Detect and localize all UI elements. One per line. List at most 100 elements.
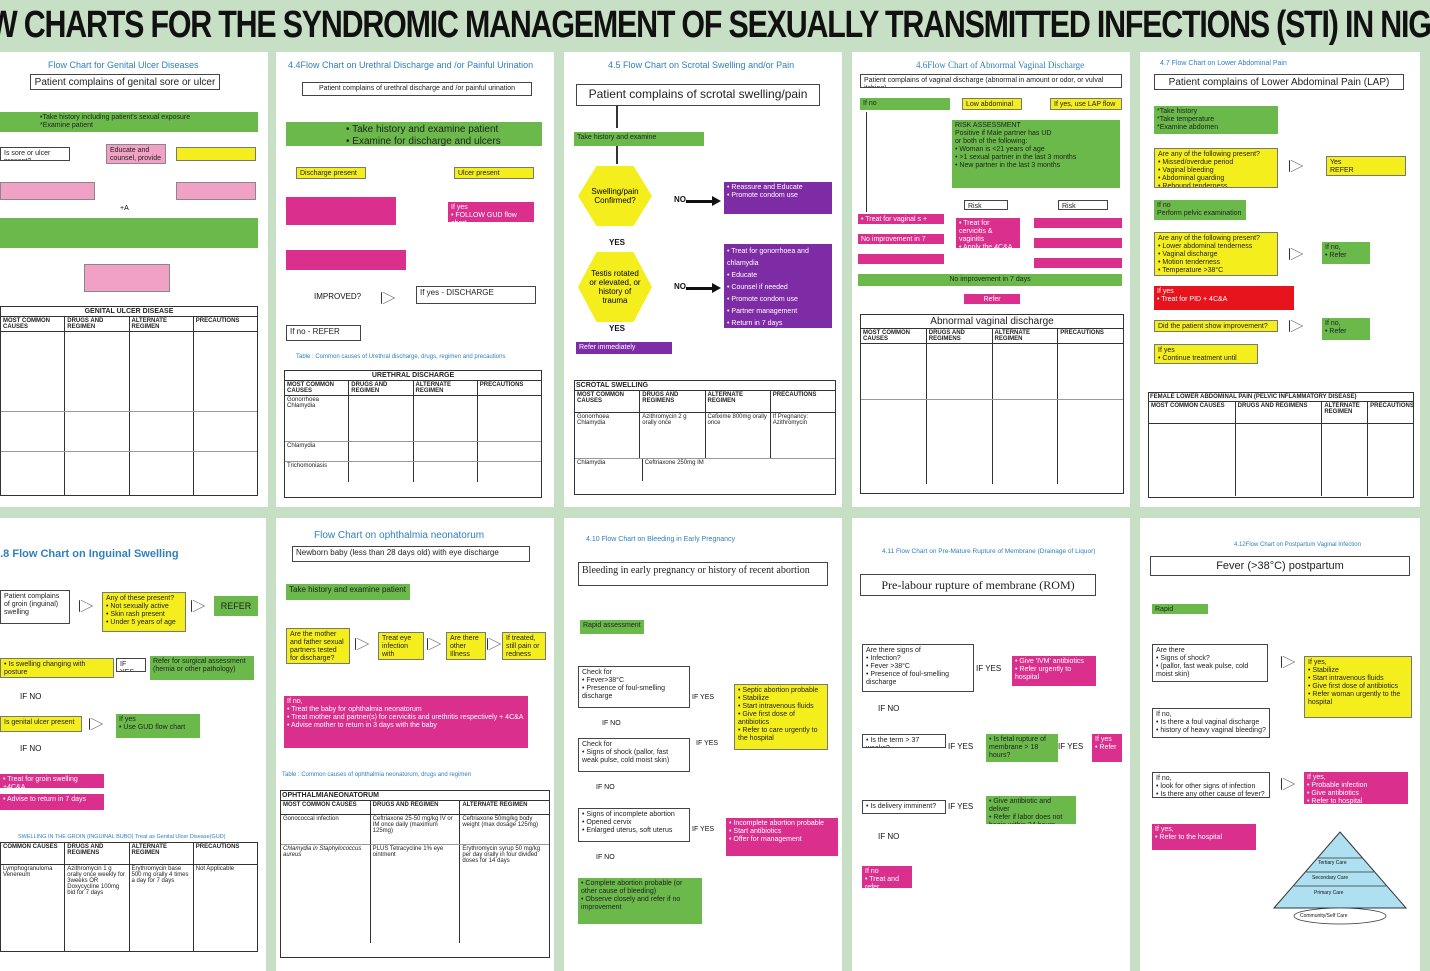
ifyes-label: IF YES bbox=[976, 664, 1002, 673]
advise-box: • Advise to return in 7 days bbox=[0, 794, 104, 810]
on-table: OPHTHALMIANEONATORUM MOST COMMON CAUSES … bbox=[280, 790, 550, 958]
start-box: Patient complains of urethral discharge … bbox=[302, 82, 532, 96]
lap-yes-box: If yes, use LAP flow chart bbox=[1050, 98, 1122, 110]
start-box: Patient complains of genital sore or ulc… bbox=[30, 74, 220, 90]
connector bbox=[616, 106, 618, 128]
lap-box: Low abdominal pain bbox=[962, 98, 1022, 110]
table-header: MOST COMMON CAUSES DRUGS AND REGIMEN ALT… bbox=[285, 381, 541, 396]
step-box-1: Are the mother and father sexual partner… bbox=[286, 628, 350, 664]
ifno-label: IF NO bbox=[596, 854, 615, 861]
action1-box: • Septic abortion probable • Stabilize •… bbox=[734, 684, 828, 750]
table-row: Chlamydia bbox=[285, 442, 541, 462]
treat-box: If yes • Treat for PID + 4C&A bbox=[1154, 286, 1294, 310]
arrow-down-icon bbox=[1201, 90, 1217, 104]
panel-title: 4.12Flow Chart on Postpartum Vaginal Inf… bbox=[1234, 542, 1361, 548]
arrow-right-icon bbox=[1282, 656, 1294, 668]
cell: Gonorrhoea Chlamydia bbox=[575, 413, 641, 458]
final-box: If no • Treat and refer bbox=[862, 866, 912, 888]
rapid-box: Rapid assessment bbox=[580, 620, 644, 634]
ud-table: URETHRAL DISCHARGE MOST COMMON CAUSES DR… bbox=[284, 370, 542, 498]
panel-title: 4.4Flow Chart on Urethral Discharge and … bbox=[288, 60, 534, 70]
table-row: Gonococcal infection Ceftriaxone 25-50 m… bbox=[281, 815, 549, 845]
step-box-2: Treat eye infection with Tetracycline bbox=[378, 632, 424, 660]
start-box: Bleeding in early pregnancy or history o… bbox=[578, 562, 828, 586]
cell: Lymphogranuloma Venereum bbox=[1, 865, 66, 951]
history-box: *Take history *Take temperature *Examine… bbox=[1154, 106, 1278, 134]
col-header: PRECAUTIONS bbox=[479, 382, 524, 388]
edu-box: Educate and counsel, provide condoms bbox=[106, 144, 166, 164]
ifno-label: IF NO bbox=[20, 692, 42, 701]
panel-title: 4.8 Flow Chart on Inguinal Swelling bbox=[0, 548, 179, 560]
col-header: ALTERNATE REGIMEN bbox=[462, 802, 528, 808]
cell-cause: Trichomoniasis bbox=[285, 462, 350, 482]
panel-genital-ulcer: Flow Chart for Genital Ulcer Diseases Pa… bbox=[0, 52, 268, 507]
cell-cause: Chlamydia bbox=[285, 442, 350, 461]
table-header: MOST COMMON CAUSES DRUGS AND REGIMENS AL… bbox=[575, 391, 835, 413]
cell: Chlamydia in Staphylococcus aureus bbox=[281, 845, 371, 943]
no-label: NO bbox=[674, 195, 686, 204]
col-header: MOST COMMON CAUSES bbox=[1, 317, 66, 331]
col-header: MOST COMMON CAUSES bbox=[861, 329, 927, 343]
col-header: ALTERNATE REGIMEN bbox=[706, 391, 771, 412]
arrow-right-icon bbox=[1282, 778, 1294, 790]
action1-box: • Give 'IVM' antibiotics • Refer urgentl… bbox=[1012, 656, 1096, 686]
arrow-down-icon bbox=[877, 602, 893, 616]
pyramid-level: Secondary Care bbox=[1312, 875, 1349, 881]
refer-box: Yes REFER IMMEDIATELY bbox=[1326, 156, 1406, 176]
table-row: Gonorrhoea Chlamydia Azithromycin 2 g or… bbox=[575, 413, 835, 459]
connector bbox=[686, 200, 714, 203]
arrow-right-icon bbox=[90, 718, 102, 730]
col-header: COMMON CAUSES bbox=[1, 843, 66, 864]
table-header: COMMON CAUSES DRUGS AND REGIMENS ALTERNA… bbox=[1, 843, 257, 865]
ifno-label: IF NO bbox=[878, 704, 900, 713]
arrow-down-icon bbox=[487, 150, 503, 164]
col-header: ALTERNATE REGIMEN bbox=[993, 329, 1059, 343]
table-header: MOST COMMON CAUSES DRUGS AND REGIMEN ALT… bbox=[1, 317, 257, 332]
no-refer-box: If no, • Refer bbox=[1322, 242, 1370, 264]
ifyes-label: IF YES bbox=[948, 802, 974, 811]
col-header: DRUGS AND REGIMEN bbox=[349, 381, 414, 395]
arrow-down-icon bbox=[301, 564, 317, 578]
q2-box: • Is the term > 37 weeks? bbox=[862, 734, 946, 748]
panel-title: 4.11 Flow Chart on Pre-Mature Rupture of… bbox=[882, 548, 1096, 555]
treat-box-5 bbox=[1034, 218, 1122, 228]
step-box-4: If treated, still pain or redness bbox=[502, 632, 546, 660]
arrow-right-icon bbox=[1290, 248, 1302, 260]
connector bbox=[616, 146, 618, 164]
table-title: Abnormal vaginal discharge bbox=[861, 315, 1123, 329]
panel-inguinal-swelling: 4.8 Flow Chart on Inguinal Swelling Pati… bbox=[0, 518, 266, 971]
action3-box: If yes, • Probable infection • Give anti… bbox=[1304, 772, 1408, 804]
col-header: DRUGS AND REGIMENS bbox=[1236, 402, 1323, 423]
final-box: • Complete abortion probable (or other c… bbox=[578, 878, 702, 924]
arrow-down-icon bbox=[119, 93, 135, 107]
ifyes-label: IF YES bbox=[692, 694, 715, 701]
gud-table: GENITAL ULCER DISEASE MOST COMMON CAUSES… bbox=[0, 306, 258, 496]
col-header: ALTERNATE REGIMEN bbox=[130, 317, 194, 331]
table-row: Chlamydia in Staphylococcus aureus PLUS … bbox=[281, 845, 549, 943]
panel-prom: 4.11 Flow Chart on Pre-Mature Rupture of… bbox=[852, 518, 1130, 971]
panel-lower-abdominal-pain: 4.7 Flow Chart on Lower Abdominal Pain P… bbox=[1140, 52, 1420, 507]
refer-box: Refer immediately bbox=[576, 342, 672, 354]
ss-table: SCROTAL SWELLING MOST COMMON CAUSES DRUG… bbox=[574, 380, 836, 495]
connector bbox=[866, 112, 867, 212]
no-label: NO bbox=[674, 282, 686, 291]
ifno-label: IF NO bbox=[602, 720, 621, 727]
table-header: MOST COMMON CAUSES DRUGS AND REGIMEN ALT… bbox=[281, 801, 549, 815]
q2-box: If no, • Is there a foul vaginal dischar… bbox=[1152, 708, 1270, 738]
col-header: ALTERNATE REGIMEN bbox=[130, 843, 194, 864]
treat-box: • Treat for gonorrhoea and chlamydia • E… bbox=[724, 244, 832, 328]
table-row bbox=[1149, 424, 1413, 496]
panel-bleeding-pregnancy: 4.10 Flow Chart on Bleeding in Early Pre… bbox=[564, 518, 842, 971]
page-banner: FLOW CHARTS FOR THE SYNDROMIC MANAGEMENT… bbox=[0, 0, 1430, 50]
table-title: OPHTHALMIANEONATORUM bbox=[281, 791, 549, 801]
action1-box: If yes, • Stabilize • Start intravenous … bbox=[1304, 656, 1412, 718]
arrow-right-icon bbox=[488, 638, 500, 650]
panel-scrotal-swelling: 4.5 Flow Chart on Scrotal Swelling and/o… bbox=[564, 52, 842, 507]
check3-box: • Signs of incomplete abortion • Opened … bbox=[578, 808, 690, 842]
panel-title: 4.5 Flow Chart on Scrotal Swelling and/o… bbox=[608, 60, 795, 70]
no-improve-box-2 bbox=[1034, 238, 1122, 248]
ifyes-box: IF YES bbox=[116, 658, 146, 672]
cell: Azithromycin 2 g orally once bbox=[640, 413, 706, 458]
treat-cerv-box: • Treat for cervicitis & vaginitis • App… bbox=[956, 218, 1020, 248]
history-box: Take history and examine patient bbox=[286, 584, 410, 600]
